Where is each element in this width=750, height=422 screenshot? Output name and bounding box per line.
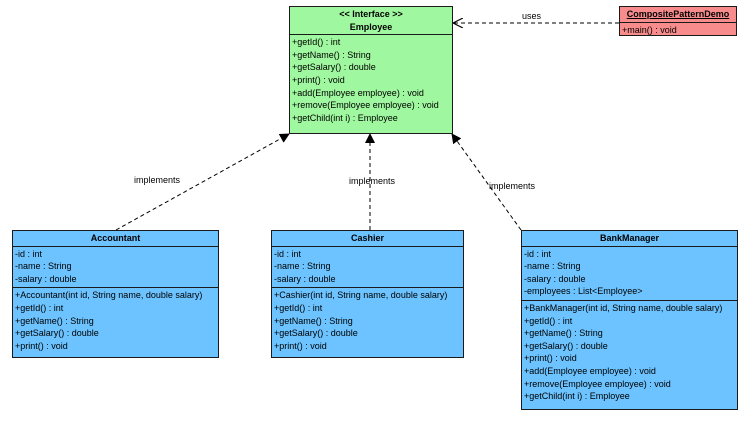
- accountant-implements-label: implements: [134, 175, 181, 185]
- cashier-implements-label: implements: [349, 176, 396, 186]
- method: +getSalary() : double: [15, 328, 99, 339]
- demo-class-name: CompositePatternDemo: [626, 9, 730, 19]
- bankmanager-class-name: BankManager: [599, 233, 660, 243]
- cashier-attributes: -id : int -name : String -salary : doubl…: [272, 247, 463, 288]
- method: +add(Employee employee) : void: [524, 365, 656, 376]
- accountant-class-name: Accountant: [90, 233, 141, 243]
- bankmanager-methods: +BankManager(int id, String name, double…: [522, 299, 737, 405]
- method: +getId() : int: [524, 315, 573, 326]
- cashier-class-name: Cashier: [350, 233, 385, 243]
- method: +getChild(int i) : Employee: [524, 391, 630, 402]
- method: +print() : void: [15, 340, 68, 351]
- accountant-methods: +Accountant(int id, String name, double …: [13, 287, 218, 354]
- accountant-attributes: -id : int -name : String -salary : doubl…: [13, 247, 218, 288]
- method: +getSalary() : double: [292, 62, 376, 73]
- bankmanager-implements-label: implements: [489, 181, 536, 191]
- method: +getName() : String: [274, 315, 353, 326]
- method: +Accountant(int id, String name, double …: [15, 290, 203, 301]
- method: +getId() : int: [274, 302, 323, 313]
- attribute: -name : String: [15, 261, 72, 272]
- accountant-header: Accountant: [13, 231, 218, 247]
- bankmanager-class[interactable]: BankManager -id : int -name : String -sa…: [521, 230, 738, 410]
- method: +print() : void: [292, 74, 345, 85]
- accountant-class[interactable]: Accountant -id : int -name : String -sal…: [12, 230, 219, 358]
- attribute: -salary : double: [524, 273, 586, 284]
- method: +add(Employee employee) : void: [292, 87, 424, 98]
- accountant-realization-line: [115, 133, 290, 231]
- employee-class-name: Employee: [349, 21, 393, 32]
- method: +getChild(int i) : Employee: [292, 112, 398, 123]
- attribute: -id : int: [524, 248, 552, 259]
- attribute: -salary : double: [274, 273, 336, 284]
- attribute: -id : int: [15, 248, 43, 259]
- composite-pattern-demo-class[interactable]: CompositePatternDemo +main() : void: [619, 6, 737, 36]
- attribute: -id : int: [274, 248, 302, 259]
- method: +getName() : String: [292, 49, 371, 60]
- method: +BankManager(int id, String name, double…: [524, 302, 723, 313]
- method: +getId() : int: [15, 302, 64, 313]
- cashier-class[interactable]: Cashier -id : int -name : String -salary…: [271, 230, 464, 358]
- employee-interface[interactable]: << Interface >> Employee +getId() : int …: [289, 6, 453, 134]
- cashier-header: Cashier: [272, 231, 463, 247]
- attribute: -employees : List<Employee>: [524, 286, 643, 297]
- bankmanager-header: BankManager: [522, 231, 737, 247]
- bankmanager-realization-line: [451, 133, 522, 231]
- method: +getSalary() : double: [524, 340, 608, 351]
- method: +main() : void: [622, 24, 677, 35]
- uses-label: uses: [522, 11, 542, 21]
- method: +getName() : String: [524, 328, 603, 339]
- method: +Cashier(int id, String name, double sal…: [274, 290, 448, 301]
- method: +getId() : int: [292, 37, 341, 48]
- cashier-methods: +Cashier(int id, String name, double sal…: [272, 287, 463, 354]
- demo-header: CompositePatternDemo: [620, 7, 736, 23]
- employee-header: << Interface >> Employee: [290, 7, 452, 36]
- method: +getSalary() : double: [274, 328, 358, 339]
- method: +remove(Employee employee) : void: [292, 100, 439, 111]
- method: +print() : void: [524, 353, 577, 364]
- method: +remove(Employee employee) : void: [524, 378, 671, 389]
- attribute: -name : String: [274, 261, 331, 272]
- demo-methods: +main() : void: [620, 23, 736, 39]
- interface-stereotype: << Interface >>: [339, 9, 403, 19]
- bankmanager-attributes: -id : int -name : String -salary : doubl…: [522, 247, 737, 300]
- method: +getName() : String: [15, 315, 94, 326]
- attribute: -salary : double: [15, 273, 77, 284]
- method: +print() : void: [274, 340, 327, 351]
- employee-methods: +getId() : int +getName() : String +getS…: [290, 35, 452, 126]
- attribute: -name : String: [524, 261, 581, 272]
